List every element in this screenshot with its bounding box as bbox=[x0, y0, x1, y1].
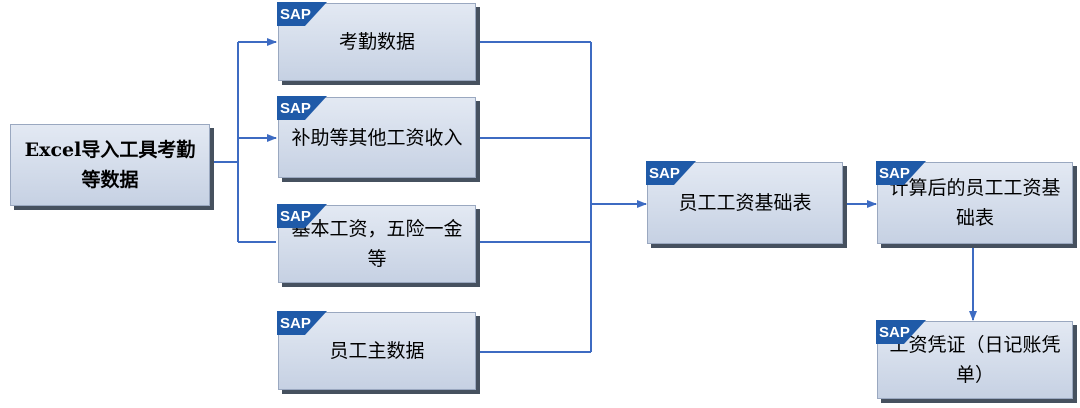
excel-import-box: Excel导入工具考勤等数据 bbox=[10, 124, 210, 206]
svg-text:SAP: SAP bbox=[649, 165, 680, 182]
base-salary-box: SAP 基本工资，五险一金等 bbox=[277, 204, 476, 283]
allowance-box: SAP 补助等其他工资收入 bbox=[277, 96, 476, 178]
allowance-label: 补助等其他工资收入 bbox=[291, 126, 463, 149]
excel-import-label: Excel导入工具考勤等数据 bbox=[24, 139, 196, 191]
sap-logo-icon: SAP bbox=[277, 311, 327, 335]
master-data-box: SAP 员工主数据 bbox=[277, 311, 476, 390]
attendance-label: 考勤数据 bbox=[338, 31, 415, 53]
svg-text:SAP: SAP bbox=[879, 324, 910, 341]
sap-logo-icon: SAP bbox=[876, 320, 926, 344]
calculated-table-label: 计算后的员工工资基础表 bbox=[889, 177, 1061, 229]
salary-base-table-label: 员工工资基础表 bbox=[678, 192, 812, 214]
sap-logo-icon: SAP bbox=[277, 204, 327, 228]
salary-voucher-label: 工资凭证（日记账凭单） bbox=[889, 334, 1061, 386]
svg-text:SAP: SAP bbox=[280, 100, 311, 117]
master-data-label: 员工主数据 bbox=[329, 340, 425, 362]
svg-text:SAP: SAP bbox=[280, 6, 311, 23]
sap-logo-icon: SAP bbox=[876, 161, 926, 185]
sap-logo-icon: SAP bbox=[277, 2, 327, 26]
base-salary-label: 基本工资，五险一金等 bbox=[291, 218, 463, 270]
svg-text:SAP: SAP bbox=[280, 315, 311, 332]
salary-voucher-box: SAP 工资凭证（日记账凭单） bbox=[876, 320, 1073, 399]
sap-logo-icon: SAP bbox=[277, 96, 327, 120]
svg-text:SAP: SAP bbox=[280, 208, 311, 225]
salary-base-table-box: SAP 员工工资基础表 bbox=[646, 161, 843, 244]
sap-logo-icon: SAP bbox=[646, 161, 696, 185]
svg-text:SAP: SAP bbox=[879, 165, 910, 182]
attendance-box: SAP 考勤数据 bbox=[277, 2, 476, 81]
calculated-table-box: SAP 计算后的员工工资基础表 bbox=[876, 161, 1073, 244]
